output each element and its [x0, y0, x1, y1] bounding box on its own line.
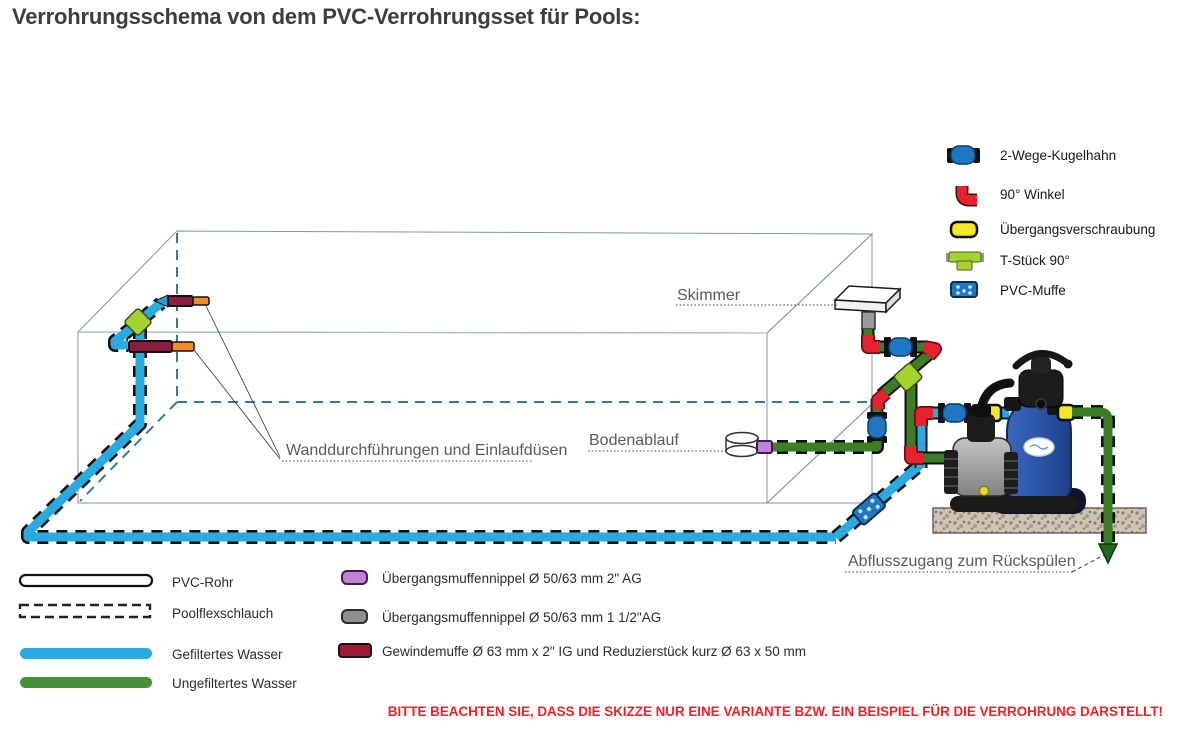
legend-lines: PVC-Rohr Poolflexschlauch Gefiltertes Wa…: [18, 573, 297, 691]
unfiltered-water-swatch: [20, 677, 152, 688]
legend-adapter-label: Gewindemuffe Ø 63 mm x 2" IG und Reduzie…: [382, 644, 806, 659]
page-title: Verrohrungsschema von dem PVC-Verrohrung…: [12, 4, 641, 29]
legend-fitting-label: T-Stück 90°: [1000, 253, 1070, 268]
legend-adapters: Übergangsmuffennippel Ø 50/63 mm 2" AG Ü…: [338, 570, 806, 659]
legend-fitting-label: 2-Wege-Kugelhahn: [1000, 148, 1116, 163]
legend-line-label: Gefiltertes Wasser: [172, 647, 283, 662]
valve-handle-knob: [1063, 359, 1073, 369]
pump-ribs-right: [1004, 452, 1018, 494]
ball-valve-filtered: [938, 403, 971, 423]
pool-right-face: [766, 232, 873, 505]
legend-line-label: Poolflexschlauch: [172, 606, 273, 621]
wall-duct-upper: [167, 295, 194, 307]
transition-union-right: [1056, 403, 1076, 422]
tank-logo-mark: [1029, 444, 1049, 450]
pvc-socket-icon: [950, 281, 978, 298]
legend-fitting-label: Übergangsverschraubung: [1000, 222, 1155, 237]
skimmer-label: Skimmer: [677, 287, 741, 304]
flex-hose-swatch: [18, 603, 152, 619]
skimmer: [833, 285, 902, 330]
legend-line-label: PVC-Rohr: [172, 575, 234, 590]
pump-top-port: [967, 414, 995, 442]
abflusszugang-arrow-leader: [1071, 554, 1105, 573]
valve-front-port: [1035, 398, 1047, 410]
inlet-nozzle-lower: [171, 341, 195, 352]
bottom-drain-flex-hose: [764, 440, 884, 454]
transition-nipple-2in-icon: [341, 570, 368, 585]
pool-hidden-edge-diagonal: [79, 401, 178, 502]
waterline: [77, 331, 768, 334]
legend-fitting-label: 90° Winkel: [1000, 187, 1065, 202]
transition-nipple-15in-icon: [341, 609, 368, 624]
pump-drain-plug: [979, 486, 989, 496]
legend-adapter-label: Übergangsmuffennippel Ø 50/63 mm 1 1/2"A…: [382, 610, 661, 625]
wall-duct-lower: [128, 340, 173, 353]
pool-front-face: [77, 331, 768, 504]
valve-left-port: [1004, 397, 1021, 411]
diagram-labels: Skimmer Bodenablauf Wanddurchführungen u…: [193, 287, 1105, 573]
bottom-drain: [725, 431, 773, 458]
ball-valve-icon: [947, 145, 980, 165]
leader-to-lower-nozzle: [193, 349, 281, 460]
pump: [944, 404, 1078, 512]
backwash-waste-hose: [1072, 405, 1119, 565]
legend-line-label: Ungefiltertes Wasser: [172, 676, 297, 691]
pump-to-valve-hose: [976, 378, 1015, 415]
transition-nipple-pink: [756, 440, 773, 454]
abflusszugang-label: Abflusszugang zum Rückspülen: [848, 553, 1076, 570]
filtered-water-swatch: [20, 648, 152, 659]
waste-arrow-icon: [1097, 543, 1119, 565]
pump-base-plate: [950, 496, 1078, 512]
leader-to-upper-nozzle: [205, 305, 281, 458]
ball-valve-bottom-drain: [867, 412, 887, 443]
tee-90-icon: [946, 251, 984, 271]
legend-fittings: 2-Wege-Kugelhahn 90° Winkel Übergangsver…: [946, 145, 1155, 298]
skimmer-connector: [861, 311, 876, 330]
ball-valve-skimmer: [884, 337, 917, 357]
valve-neck: [1031, 357, 1051, 373]
legend-fitting-label: PVC-Muffe: [1000, 283, 1066, 298]
tee-fitting-right: [893, 362, 923, 392]
pool: [76, 230, 874, 505]
threaded-socket-icon: [338, 643, 372, 658]
warning-note: BITTE BEACHTEN SIE, DASS DIE SKIZZE NUR …: [388, 704, 1163, 719]
pvc-pipe-swatch: [18, 573, 154, 588]
legend-adapter-label: Übergangsmuffennippel Ø 50/63 mm 2" AG: [382, 571, 642, 586]
transition-union-icon: [949, 220, 979, 239]
elbow-90-icon: [955, 186, 977, 207]
bodenablauf-label: Bodenablauf: [589, 432, 679, 449]
wanddurchfuehrungen-label: Wanddurchführungen und Einlaufdüsen: [286, 442, 567, 459]
tee-fitting-left: [124, 308, 152, 336]
valve-handle: [1012, 350, 1072, 370]
filtered-water-flex-hose: [21, 328, 926, 544]
pvc-socket-fitting: [852, 492, 886, 526]
pump-ribs-left: [944, 450, 958, 494]
inlet-nozzle-upper: [192, 296, 210, 306]
inlet-nozzle-cluster: [108, 294, 210, 353]
pool-top-face: [76, 230, 874, 334]
